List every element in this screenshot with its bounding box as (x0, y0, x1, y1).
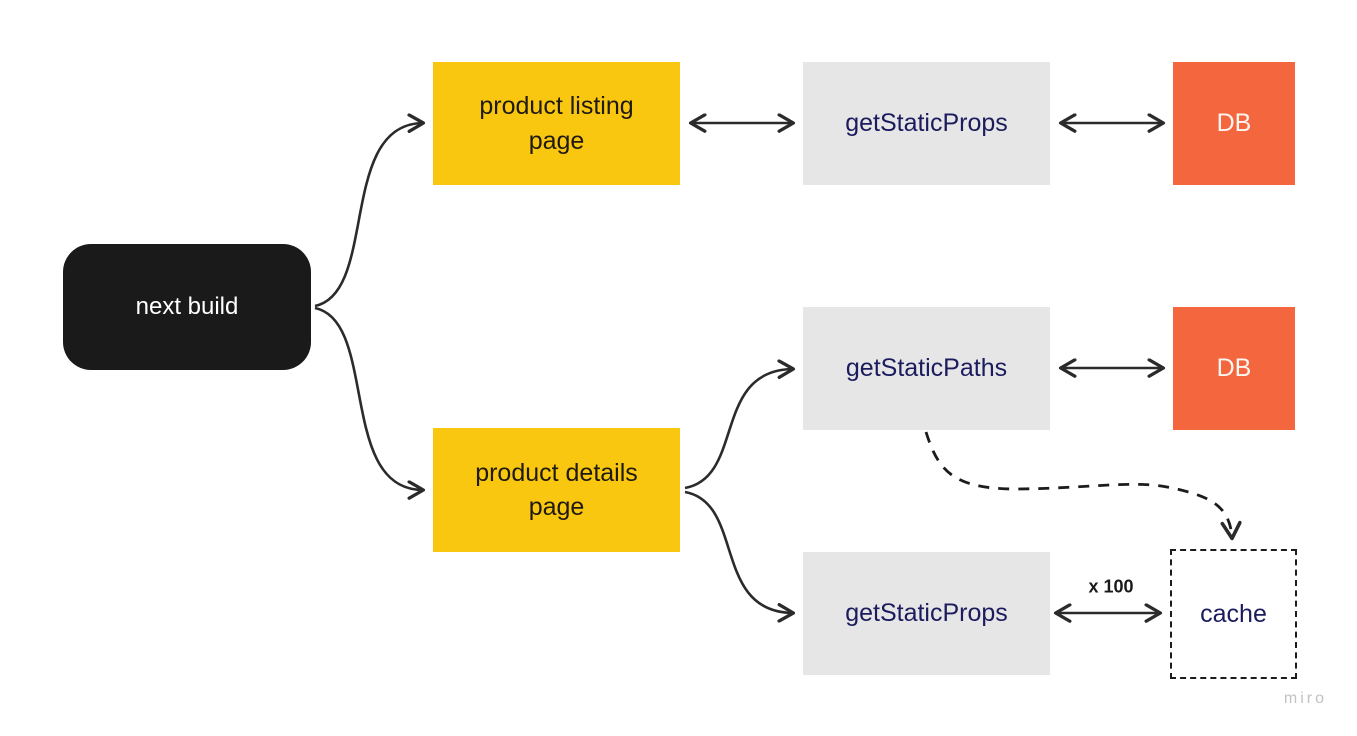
miro-watermark: miro (1283, 690, 1327, 707)
node-db-mid-label: DB (1216, 354, 1252, 383)
edge-details-to-getstaticprops[interactable] (684, 490, 793, 613)
node-next-build[interactable]: next build (63, 244, 311, 370)
node-cache-label: cache (1200, 599, 1267, 628)
edge-label-x100: x 100 (1088, 576, 1134, 597)
edge-details-to-getstaticpaths[interactable] (684, 369, 793, 490)
edge-nextbuild-to-listing[interactable] (314, 123, 423, 308)
node-product-details-page-label: product details page (475, 458, 638, 522)
node-db-top-label: DB (1216, 109, 1252, 138)
node-product-details-page[interactable]: product details page (433, 428, 680, 552)
node-db-mid[interactable]: DB (1173, 307, 1295, 430)
node-getstaticpaths[interactable]: getStaticPaths (803, 307, 1050, 430)
node-getstaticprops-bottom[interactable]: getStaticProps (803, 552, 1050, 675)
node-db-top[interactable]: DB (1173, 62, 1295, 185)
node-cache[interactable]: cache (1170, 549, 1297, 679)
node-getstaticprops-top[interactable]: getStaticProps (803, 62, 1050, 185)
node-product-listing-page[interactable]: product listing page (433, 62, 680, 185)
node-next-build-label: next build (135, 293, 239, 321)
node-getstaticpaths-label: getStaticPaths (845, 354, 1008, 383)
edge-nextbuild-to-details[interactable] (314, 306, 423, 490)
node-getstaticprops-bottom-label: getStaticProps (845, 599, 1008, 628)
node-getstaticprops-top-label: getStaticProps (845, 109, 1008, 138)
edge-getstaticpaths-to-cache-dashed[interactable] (924, 431, 1232, 538)
node-product-listing-page-label: product listing page (479, 92, 634, 155)
